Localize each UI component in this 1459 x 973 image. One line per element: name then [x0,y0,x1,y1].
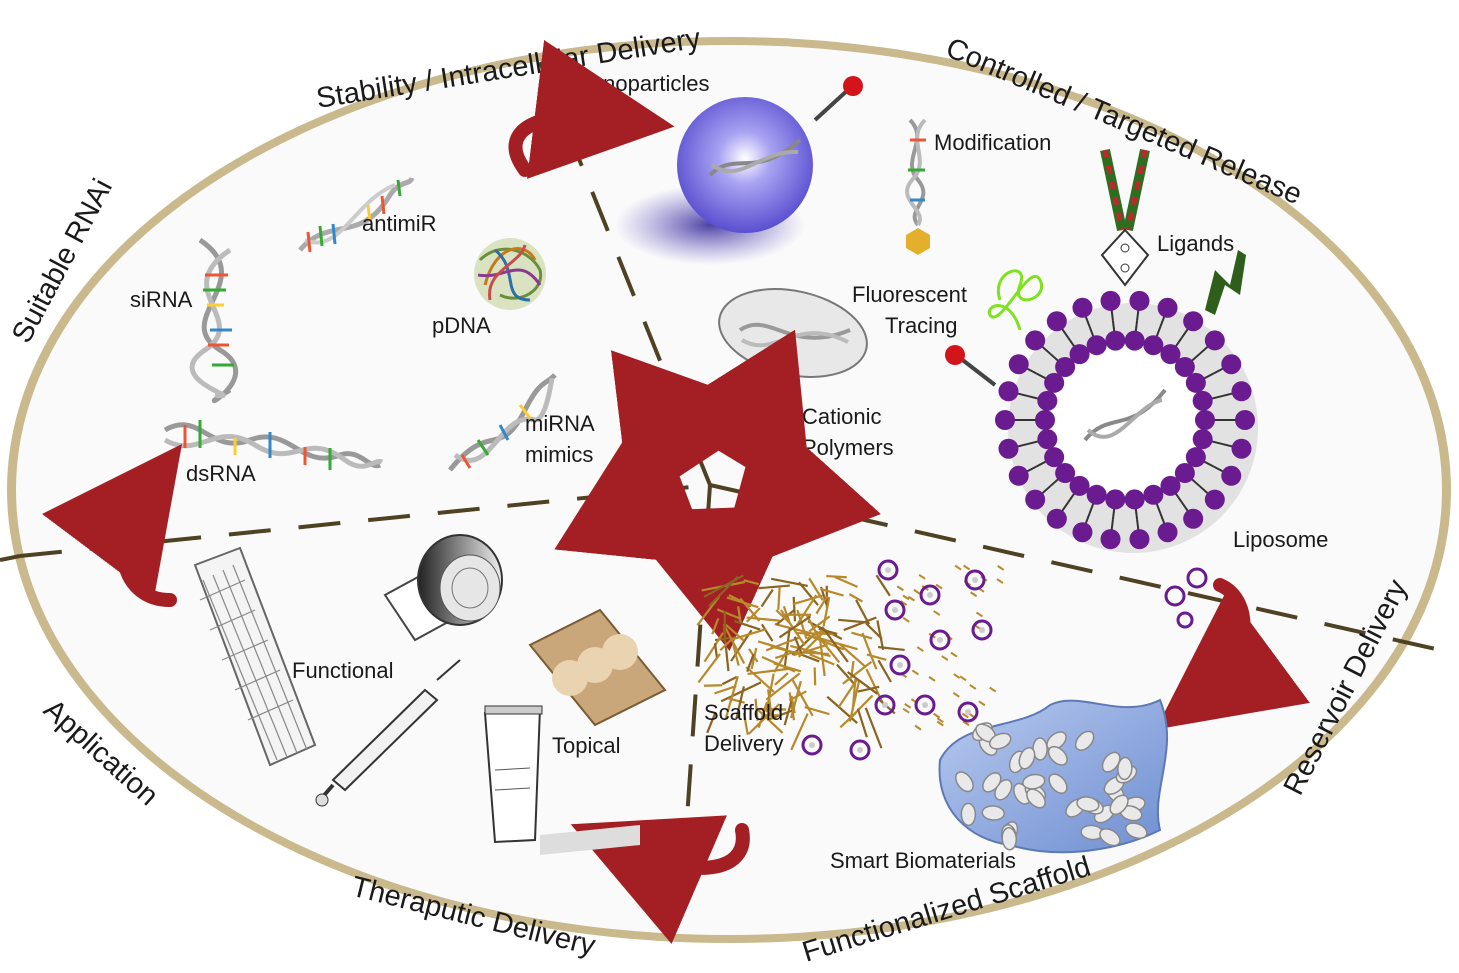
label-cationic-line2: Polymers [802,435,894,460]
label-pdna: pDNA [432,313,491,338]
label-ligands: Ligands [1157,231,1234,256]
green-ligand-icon [1205,250,1246,315]
stent-mesh-icon [193,546,317,767]
curved-arrows-icon [42,39,1310,944]
smart-biomaterial-icon [938,698,1168,854]
label-mirna-line1: miRNA [525,411,595,436]
label-sirna: siRNA [130,287,193,312]
label-cationic-line1: Cationic [802,404,881,429]
pdna-coil-icon [474,238,546,310]
antibody-ligand-icon [1100,148,1150,287]
label-smart-biomaterials: Smart Biomaterials [830,848,1016,873]
modification-dna-icon [905,118,930,255]
scaffold-fibers-icon [696,559,1005,761]
label-topical: Topical [552,733,620,758]
bandage-roll-icon [383,534,503,642]
syringe-icon [315,659,461,807]
cream-tube-icon [483,705,640,855]
bandage-patch-icon [528,608,667,727]
sirna-helix-icon [189,237,238,404]
label-nanoparticles: Nanoparticles [575,71,710,96]
central-cycle-arrows-icon [554,329,881,651]
label-dsrna: dsRNA [186,461,256,486]
label-fluorescent-line1: Fluorescent [852,282,967,307]
label-modification: Modification [934,130,1051,155]
label-scaffold-line2: Delivery [704,731,783,756]
label-scaffold-line1: Scaffold [704,700,783,725]
label-mirna-line2: mimics [525,442,593,467]
mirna-helix-icon [448,373,557,472]
label-liposome: Liposome [1233,527,1328,552]
liposome-icon [995,290,1258,553]
nanoparticle-icon [615,76,863,265]
antimir-helix-icon [298,176,415,253]
fluorescent-tracer-icon [945,269,1044,387]
label-fluorescent-line2: Tracing [885,313,958,338]
dsrna-helix-icon [163,420,384,470]
label-functional: Functional [292,658,394,683]
label-antimir: antimiR [362,211,437,236]
